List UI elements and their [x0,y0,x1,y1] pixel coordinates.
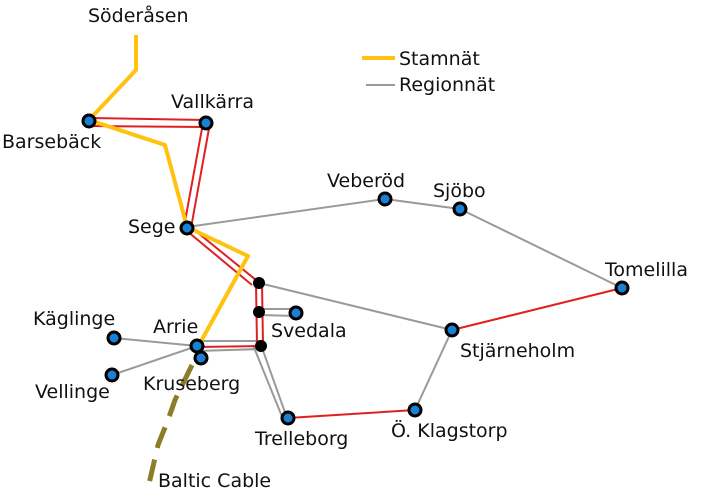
node-svedala[interactable] [288,305,304,321]
label-soderasen: Söderåsen [88,4,189,27]
line-arrie-junction-red [196,345,262,348]
node-kaglinge[interactable] [106,330,122,346]
label-kruseberg: Kruseberg [143,373,240,395]
label-vallkarra: Vallkärra [171,91,254,113]
label-stjarneholm: Stjärneholm [460,340,575,362]
node-trelleborg[interactable] [280,410,296,426]
line-trelleborg-klagstorp [287,409,416,419]
node-stjarneholm[interactable] [444,322,460,338]
line-vallkarra-sege-b [190,122,211,229]
stamnat-sege-arrie [186,225,250,346]
red-lines [88,117,623,419]
stamnat-soderasen-sege [87,35,189,228]
station-nodes [81,113,630,426]
node-barseback[interactable] [81,113,97,129]
label-sjobo: Sjöbo [433,180,486,202]
label-arrie: Arrie [153,316,198,338]
node-vellinge[interactable] [104,367,120,383]
line-barseback-vallkarra-a [88,117,207,121]
node-kruseberg[interactable] [193,350,209,366]
line-vellinge-arrie [111,345,198,376]
line-stjarneholm-tomelilla [451,287,623,331]
line-vallkarra-sege-a [183,122,204,228]
node-sjobo[interactable] [452,201,468,217]
legend: Stamnät Regionnät [362,48,495,96]
line-sjobo-tomelilla [459,208,623,289]
label-sege: Sege [128,216,176,238]
junction-dot [253,277,265,289]
line-veberod-sjobo [384,198,461,210]
line-junction-stjarneholm [258,282,453,331]
label-vellinge: Vellinge [35,381,110,403]
node-veberod[interactable] [377,191,393,207]
label-kaglinge: Käglinge [33,308,115,330]
line-sege-veberod [186,198,386,228]
node-tomelilla[interactable] [614,280,630,296]
junction-dot [255,340,267,352]
label-veberod: Veberöd [327,170,405,192]
label-svedala: Svedala [271,320,347,342]
line-kaglinge-arrie [113,337,198,347]
label-baltic-cable: Baltic Cable [158,470,271,492]
legend-stamnat-label: Stamnät [399,48,480,70]
node-vallkarra[interactable] [198,115,214,131]
junction-points [253,277,267,352]
line-stjarneholm-klagstorp [414,329,453,411]
legend-regionnat-label: Regionnät [399,74,495,96]
line-arrie-junction-b [196,348,262,352]
label-klagstorp: Ö. Klagstorp [391,419,508,442]
label-trelleborg: Trelleborg [254,428,348,450]
label-tomelilla: Tomelilla [604,259,688,281]
line-junction-trelleborg-a [260,344,288,419]
line-junction-trelleborg-b [252,344,284,420]
node-klagstorp[interactable] [407,402,423,418]
regional-network [111,198,623,420]
place-labels: Söderåsen Barsebäck Vallkärra Sege Veber… [2,4,688,492]
line-sege-junction-b [186,230,253,286]
node-sege[interactable] [179,220,195,236]
label-barseback: Barsebäck [2,131,101,153]
junction-dot [253,306,265,318]
node-arrie[interactable] [189,338,205,354]
stamnat-network [87,35,250,346]
